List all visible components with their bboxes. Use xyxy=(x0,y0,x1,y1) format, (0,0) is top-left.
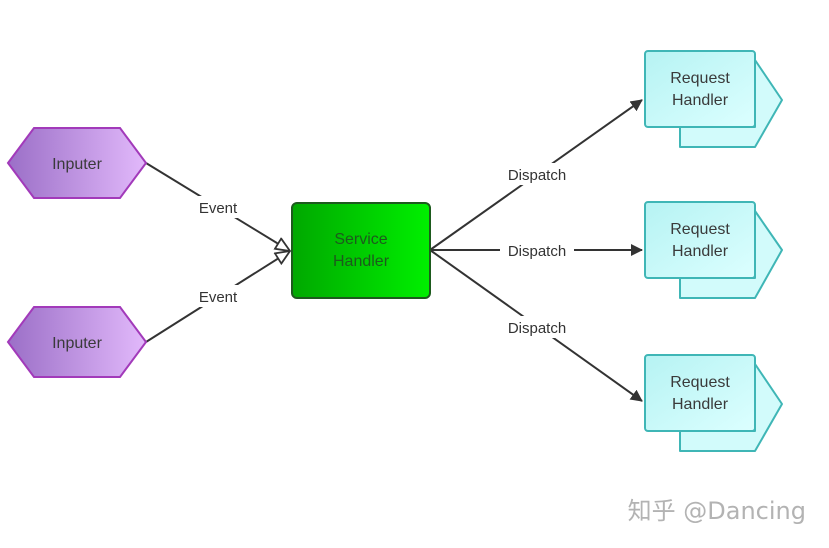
service-handler-node: Service Handler xyxy=(291,202,431,299)
edge-label-dispatch-bottom: Dispatch xyxy=(508,320,566,337)
inputer-node-1: Inputer xyxy=(6,127,148,199)
request-handler-2-label-line2: Handler xyxy=(672,243,729,260)
service-handler-label-line2: Handler xyxy=(333,253,390,270)
request-handler-node-3: Request Handler xyxy=(644,354,783,452)
request-handler-node-1: Request Handler xyxy=(644,50,783,148)
request-handler-3-label-line2: Handler xyxy=(672,396,729,413)
edge-event-top: Event xyxy=(145,162,290,251)
edge-label-event-bottom: Event xyxy=(199,289,238,306)
request-handler-1-label-line2: Handler xyxy=(672,92,729,109)
edge-dispatch-bottom: Dispatch xyxy=(429,249,643,402)
request-handler-1-label-line1: Request xyxy=(670,70,730,87)
edge-dispatch-top: Dispatch xyxy=(429,99,643,251)
edge-dispatch-middle: Dispatch xyxy=(430,239,643,261)
request-handler-node-2: Request Handler xyxy=(644,201,783,299)
inputer-node-1-label: Inputer xyxy=(52,156,102,173)
edge-label-dispatch-middle: Dispatch xyxy=(508,243,566,260)
service-handler-label-line1: Service xyxy=(334,231,387,248)
watermark: 知乎 @Dancing xyxy=(628,497,806,525)
edge-label-event-top: Event xyxy=(199,200,238,217)
inputer-node-2-label: Inputer xyxy=(52,335,102,352)
edge-label-dispatch-top: Dispatch xyxy=(508,167,566,184)
request-handler-2-label-line1: Request xyxy=(670,221,730,238)
request-handler-3-label-line1: Request xyxy=(670,374,730,391)
edge-event-bottom: Event xyxy=(145,251,290,343)
inputer-node-2: Inputer xyxy=(6,306,148,378)
